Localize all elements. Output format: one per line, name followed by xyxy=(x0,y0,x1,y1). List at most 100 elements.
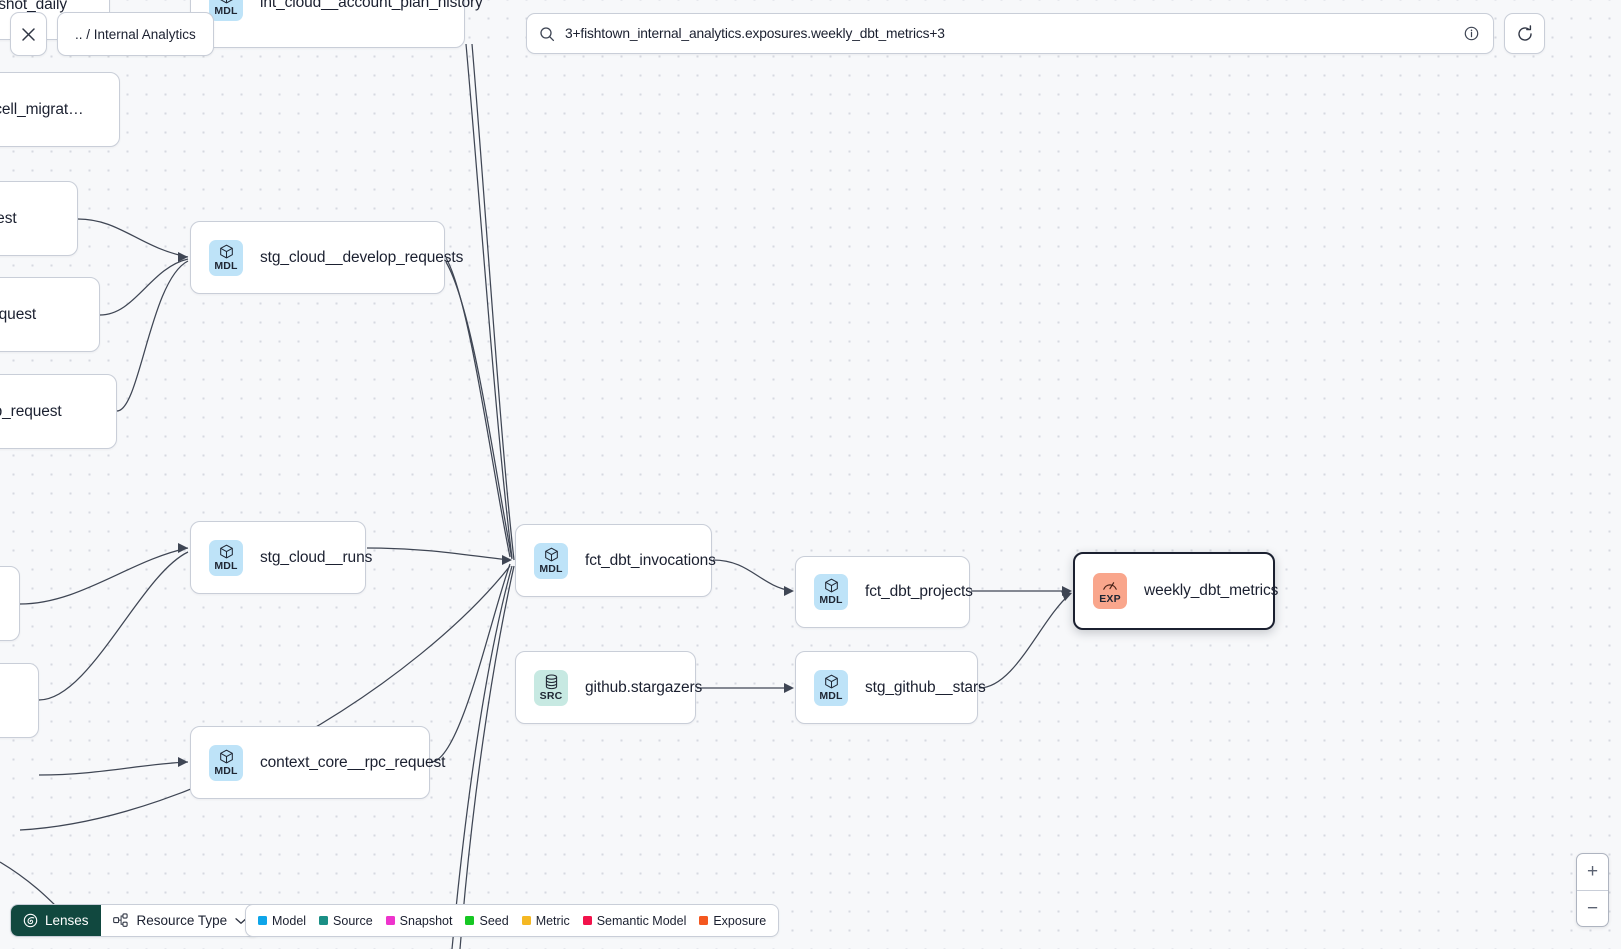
database-icon xyxy=(545,674,557,689)
resource-type-legend: Model Source Snapshot Seed Metric Semantic Mo… xyxy=(245,904,780,937)
graph-node[interactable]: MDL stg_cloud__runs xyxy=(190,521,372,594)
zoom-controls: + − xyxy=(1576,853,1609,927)
cube-icon xyxy=(219,244,233,259)
legend-swatch xyxy=(319,916,329,925)
cube-icon xyxy=(219,749,233,764)
legend-label: Semantic Model xyxy=(596,913,687,928)
node-type-badge: SRC xyxy=(534,669,568,706)
cube-icon xyxy=(219,0,233,4)
graph-node[interactable]: MDL int_cloud__account_plan_history xyxy=(190,0,483,48)
close-button[interactable] xyxy=(10,12,47,56)
node-label: snapshot_daily xyxy=(0,0,68,13)
legend-item[interactable]: Metric xyxy=(521,913,570,928)
cube-icon xyxy=(824,674,838,689)
node-type-label: MDL xyxy=(539,562,563,575)
legend-swatch xyxy=(582,916,592,925)
graph-node[interactable]: MDL stg_cloud__develop_requests xyxy=(190,221,463,294)
zoom-out-button[interactable]: − xyxy=(1577,890,1608,926)
exposure-gauge-icon xyxy=(1103,581,1117,590)
graph-toolbar: Lenses Resource Type xyxy=(10,904,261,937)
legend-label: Snapshot xyxy=(399,913,453,928)
lenses-button[interactable]: Lenses xyxy=(11,905,101,936)
node-type-label: MDL xyxy=(214,764,238,777)
lenses-label: Lenses xyxy=(45,913,89,928)
node-label: _develop_request xyxy=(0,402,62,420)
legend-item[interactable]: Exposure xyxy=(699,914,766,928)
refresh-icon xyxy=(1517,24,1532,41)
search-icon xyxy=(540,26,555,41)
graph-node[interactable]: SRC github.stargazers xyxy=(515,651,702,724)
node-type-label: MDL xyxy=(214,259,238,272)
graph-node[interactable]: MDL context_core__rpc_request xyxy=(190,726,445,799)
legend-label: Exposure xyxy=(713,913,767,928)
node-label: context_core__rpc_request xyxy=(260,753,446,771)
node-label: int_cloud__account_plan_history xyxy=(260,0,483,11)
node-label: stg_github__stars xyxy=(865,678,986,696)
legend-item[interactable]: Semantic Model xyxy=(582,913,687,928)
node-label: stg_cloud__runs xyxy=(260,548,373,566)
search-input[interactable]: 3+fishtown_internal_analytics.exposures.… xyxy=(565,26,945,41)
cube-icon xyxy=(219,544,233,559)
node-label: weekly_dbt_metrics xyxy=(1144,582,1279,599)
graph-node[interactable]: MDLn xyxy=(0,566,20,641)
legend-swatch xyxy=(258,916,267,925)
node-label: fct_dbt_projects xyxy=(865,583,973,600)
legend-label: Source xyxy=(333,913,373,928)
node-type-badge: MDL xyxy=(209,744,243,781)
node-type-label: MDL xyxy=(819,689,843,702)
node-label: op_request xyxy=(0,209,17,227)
zoom-in-button[interactable]: + xyxy=(1586,861,1599,882)
legend-swatch xyxy=(465,916,475,925)
graph-node[interactable]: MDL stg_github__stars xyxy=(795,651,986,724)
cube-icon xyxy=(544,547,558,562)
graph-node[interactable]: MDL fct_dbt_projects xyxy=(795,556,973,628)
info-icon[interactable] xyxy=(1463,25,1480,42)
legend-label: Seed xyxy=(479,913,509,928)
node-type-label: MDL xyxy=(819,594,843,607)
graph-node[interactable]: MDL_develop_request xyxy=(0,374,117,449)
node-type-badge: MDL xyxy=(209,539,243,576)
node-label: github.stargazers xyxy=(585,678,703,696)
node-type-badge: MDL xyxy=(814,669,848,706)
refresh-button[interactable] xyxy=(1504,13,1545,54)
graph-node[interactable]: MDL fct_dbt_invocations xyxy=(515,524,716,597)
resource-type-dropdown[interactable]: Resource Type xyxy=(101,905,260,936)
legend-swatch xyxy=(699,916,709,925)
node-type-badge: MDL xyxy=(209,0,243,21)
lineage-search-bar[interactable]: 3+fishtown_internal_analytics.exposures.… xyxy=(526,13,1494,54)
close-icon xyxy=(22,27,35,41)
legend-item[interactable]: Snapshot xyxy=(385,913,453,928)
graph-node[interactable]: MDLvelop_request xyxy=(0,277,100,352)
cube-icon xyxy=(824,578,838,593)
graph-node[interactable]: MDLmulticell_migrat… xyxy=(0,72,120,147)
legend-swatch xyxy=(385,916,395,925)
graph-node[interactable]: EXP weekly_dbt_metrics xyxy=(1073,552,1279,630)
node-type-label: MDL xyxy=(214,5,238,18)
resource-type-icon xyxy=(112,913,128,927)
node-type-badge: EXP xyxy=(1093,573,1127,609)
node-type-label: SRC xyxy=(539,689,563,702)
chevron-down-icon xyxy=(235,917,247,924)
node-label: multicell_migrat… xyxy=(0,100,84,118)
legend-item[interactable]: Seed xyxy=(465,913,509,928)
graph-node[interactable]: MDLop_request xyxy=(0,181,78,256)
legend-swatch xyxy=(521,916,531,925)
node-type-badge: MDL xyxy=(534,542,568,579)
breadcrumb[interactable]: .. / Internal Analytics xyxy=(57,12,214,56)
legend-item[interactable]: Model xyxy=(258,914,306,928)
resource-type-label: Resource Type xyxy=(136,913,228,928)
legend-item[interactable]: Source xyxy=(319,914,373,928)
lens-icon xyxy=(23,913,38,928)
node-label: fct_dbt_invocations xyxy=(585,551,716,569)
legend-label: Model xyxy=(272,913,307,928)
node-type-label: EXP xyxy=(1099,592,1121,605)
node-type-label: MDL xyxy=(214,559,238,572)
graph-node[interactable]: MDL_run xyxy=(0,663,39,738)
breadcrumb-label: .. / Internal Analytics xyxy=(75,26,196,42)
node-type-badge: MDL xyxy=(814,574,848,610)
node-label: stg_cloud__develop_requests xyxy=(260,248,464,266)
node-label: velop_request xyxy=(0,305,37,323)
legend-label: Metric xyxy=(535,913,570,928)
